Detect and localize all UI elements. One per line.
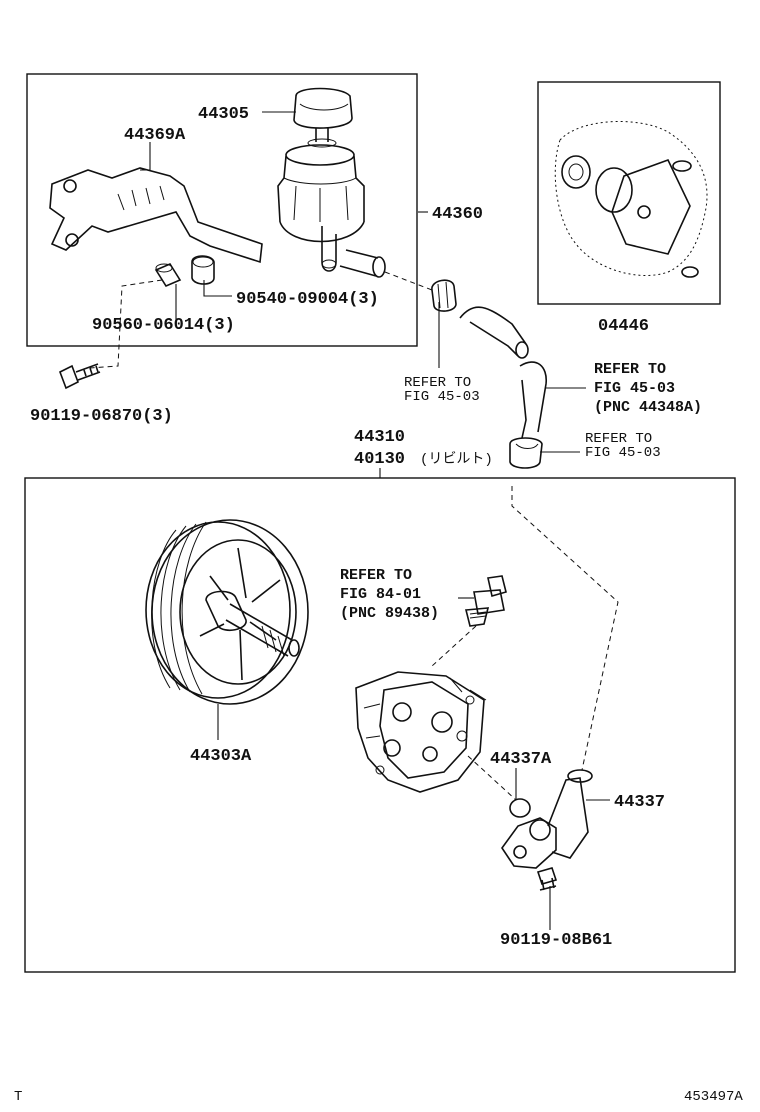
label-44337: 44337	[614, 793, 665, 812]
footer-left-mark: T	[14, 1089, 22, 1105]
lower-bolt-drawing	[536, 867, 558, 891]
refer-switch-line2: FIG 84-01	[340, 586, 421, 603]
label-rebuilt-note: (リビルト)	[420, 451, 493, 468]
label-90560-06014: 90560-06014(3)	[92, 316, 235, 335]
reservoir-body-drawing	[277, 144, 386, 278]
refer-hose-line2: FIG 45-03	[594, 380, 675, 397]
label-44360: 44360	[432, 205, 483, 224]
union-tube-drawing	[501, 769, 593, 869]
refer-clip-right-line2: FIG 45-03	[585, 445, 661, 461]
label-44310: 44310	[354, 428, 405, 447]
label-44337A: 44337A	[490, 750, 552, 769]
leader-lines	[140, 111, 610, 930]
footer-figure-id: 453497A	[684, 1089, 743, 1105]
label-90540-09004: 90540-09004(3)	[236, 290, 379, 309]
upper-bolt-drawing	[58, 363, 101, 390]
o-ring-drawing	[509, 798, 531, 818]
hose-clip-drawing	[431, 279, 547, 469]
pressure-switch-drawing	[464, 575, 507, 627]
refer-clip-right-line1: REFER TO	[585, 431, 652, 447]
refer-switch-line3: (PNC 89438)	[340, 605, 439, 622]
bracket-drawing	[49, 167, 263, 264]
label-40130: 40130	[354, 450, 405, 469]
reservoir-cap-drawing	[293, 87, 353, 148]
refer-clip-left-line2: FIG 45-03	[404, 389, 480, 405]
gasket-kit-drawing	[554, 121, 708, 278]
refer-clip-left-line1: REFER TO	[404, 375, 471, 391]
label-44369A: 44369A	[124, 126, 186, 145]
label-04446: 04446	[598, 317, 649, 336]
label-44303A: 44303A	[190, 747, 252, 766]
gasket-kit-frame	[537, 81, 721, 305]
dashed-connections	[89, 271, 619, 801]
refer-switch-line1: REFER TO	[340, 567, 412, 584]
label-90119-06870: 90119-06870(3)	[30, 407, 173, 426]
label-90119-08B61: 90119-08B61	[500, 931, 612, 950]
reservoir-group-frame	[26, 73, 418, 347]
refer-hose-line1: REFER TO	[594, 361, 666, 378]
label-44305: 44305	[198, 105, 249, 124]
pulley-drawing	[145, 519, 309, 705]
refer-hose-line3: (PNC 44348A)	[594, 399, 702, 416]
collar-grommet-drawing	[154, 255, 215, 288]
pump-body-drawing	[355, 671, 487, 793]
